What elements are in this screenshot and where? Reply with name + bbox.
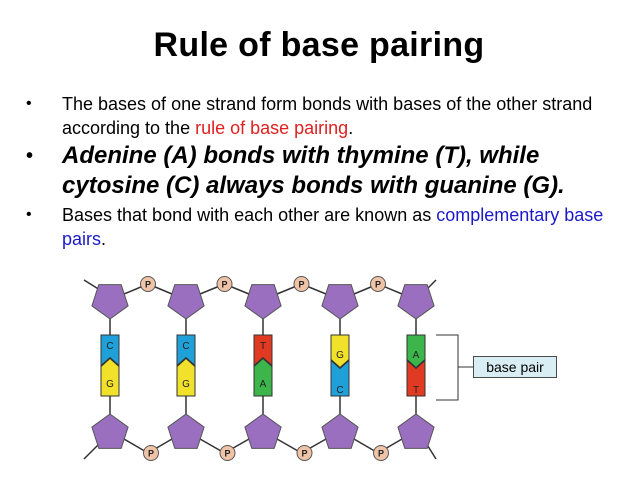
phosphate-label: P <box>221 280 227 290</box>
base-a <box>253 357 273 397</box>
base-letter: A <box>260 379 267 390</box>
slide-title: Rule of base pairing <box>153 26 485 64</box>
sugars <box>91 284 435 449</box>
phosphate-label: P <box>145 280 151 290</box>
bullet-2-text: Adenine (A) bonds with thymine (T), whil… <box>62 142 565 199</box>
dna-ladder-diagram: C G C G T A G C A T P P P P P P P P <box>83 276 473 461</box>
phosphate-label: P <box>298 280 304 290</box>
base-c <box>100 334 120 367</box>
phosphate-circle <box>296 445 313 461</box>
phosphate-label: P <box>224 449 230 459</box>
bullet-marker: • <box>26 145 34 167</box>
phosphate-label: P <box>301 449 307 459</box>
sugar-pentagon <box>244 284 282 320</box>
base-letter: G <box>106 379 114 390</box>
base-t <box>253 334 273 367</box>
phosphate-label: P <box>375 280 381 290</box>
base-g <box>176 357 196 397</box>
sugar-pentagon <box>321 284 359 320</box>
base-c <box>176 334 196 367</box>
base-g <box>100 357 120 397</box>
base-letter: T <box>413 385 419 396</box>
phosphate-circle <box>143 445 159 461</box>
sugar-pentagon <box>167 413 205 449</box>
phosphate-circle <box>140 276 156 292</box>
bracket <box>436 334 459 401</box>
sugar-pentagon <box>91 413 129 449</box>
base-letter: C <box>106 341 113 352</box>
phosphate-circle <box>293 276 310 292</box>
phosphate-circle <box>216 276 233 292</box>
base-pair-bracket <box>436 334 473 401</box>
base-letter: G <box>182 379 190 390</box>
base-pairs: C G C G T A G C A T <box>100 334 426 397</box>
base-letter: T <box>260 341 266 352</box>
bullet-3-text-after: . <box>101 229 107 249</box>
base-t <box>406 359 426 397</box>
bullet-marker: • <box>26 95 32 112</box>
bullet-1-text-after: . <box>348 118 354 138</box>
bullet-3-text-before: Bases that bond with each other are know… <box>62 205 437 225</box>
sugar-pentagon <box>397 413 435 449</box>
base-letter: C <box>336 385 343 396</box>
bullet-3-text: Bases that bond with each other are know… <box>62 203 616 251</box>
bullet-3: • Bases that bond with each other are kn… <box>26 203 616 251</box>
backbone-link <box>83 442 101 460</box>
sugar-pentagon <box>244 413 282 449</box>
complementary-base-pairs-highlight: complementary base pairs <box>62 205 604 249</box>
bullet-1-text-before: The bases of one strand form bonds with … <box>62 94 593 138</box>
rule-of-base-pairing-highlight: rule of base pairing <box>195 118 349 138</box>
phosphate-circle <box>219 445 236 461</box>
bullet-1-text: The bases of one strand form bonds with … <box>62 92 616 140</box>
phosphates: P P P P P P P P <box>140 276 389 461</box>
base-pair-label: base pair <box>473 356 557 378</box>
phosphate-label: P <box>148 449 154 459</box>
phosphate-circle <box>373 445 389 461</box>
sugar-pentagon <box>167 284 205 320</box>
bullet-marker: • <box>26 206 32 223</box>
sugar-pentagon <box>321 413 359 449</box>
base-c <box>330 359 350 397</box>
base-g <box>330 334 350 369</box>
bullet-2: • Adenine (A) bonds with thymine (T), wh… <box>26 141 616 201</box>
bullet-1: • The bases of one strand form bonds wit… <box>26 92 616 140</box>
base-letter: C <box>182 341 189 352</box>
base-a <box>406 334 426 369</box>
phosphate-circle <box>370 276 386 292</box>
sugar-pentagon <box>397 284 435 320</box>
sugar-pentagon <box>91 284 129 320</box>
base-letter: A <box>413 350 420 361</box>
base-letter: G <box>336 350 344 361</box>
phosphate-label: P <box>378 449 384 459</box>
